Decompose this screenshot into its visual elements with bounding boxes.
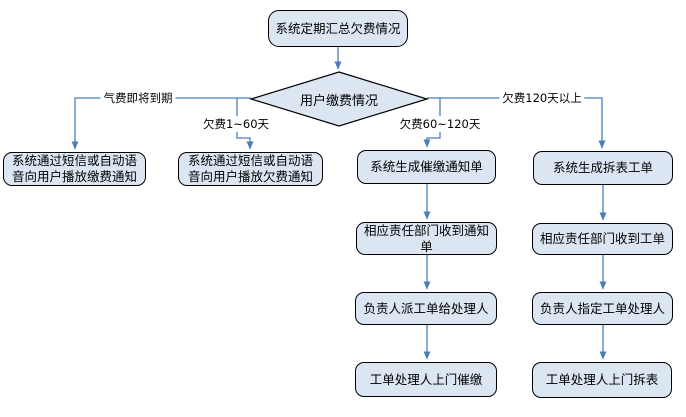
flow-node-start: 系统定期汇总欠费情况: [268, 10, 408, 47]
flow-node-branch4-designate-handler: 负责人指定工单处理人: [532, 292, 673, 325]
connector-branch1: [71, 97, 251, 150]
flow-node-branch2-sms-arrears-notice: 系统通过短信或自动语音向用户播放欠费通知: [178, 152, 323, 186]
flow-node-branch3-door-to-door-collect: 工单处理人上门催缴: [355, 362, 497, 397]
branch-label-arrears-60-120: 欠费60~120天: [396, 116, 484, 132]
decision-diamond-shape: [248, 71, 430, 127]
flow-node-branch3-dept-receives-notice: 相应责任部门收到通知单: [356, 222, 497, 255]
branch-label-arrears-1-60: 欠费1~60天: [199, 116, 273, 132]
connector-branch4: [427, 97, 606, 149]
branch-label-gas-due-soon: 气费即将到期: [100, 90, 176, 106]
branch-label-arrears-120-plus: 欠费120天以上: [499, 90, 585, 106]
flow-node-branch4-door-to-door-remove-meter: 工单处理人上门拆表: [532, 362, 672, 398]
flow-node-branch3-generate-reminder: 系统生成催缴通知单: [357, 150, 496, 184]
flow-node-branch3-assign-handler: 负责人派工单给处理人: [355, 292, 497, 325]
flow-node-branch4-generate-removal-order: 系统生成拆表工单: [533, 151, 673, 185]
flow-node-branch1-sms-payment-notice: 系统通过短信或自动语音向用户播放缴费通知: [3, 152, 146, 186]
flow-node-branch4-dept-receives-order: 相应责任部门收到工单: [532, 223, 673, 255]
